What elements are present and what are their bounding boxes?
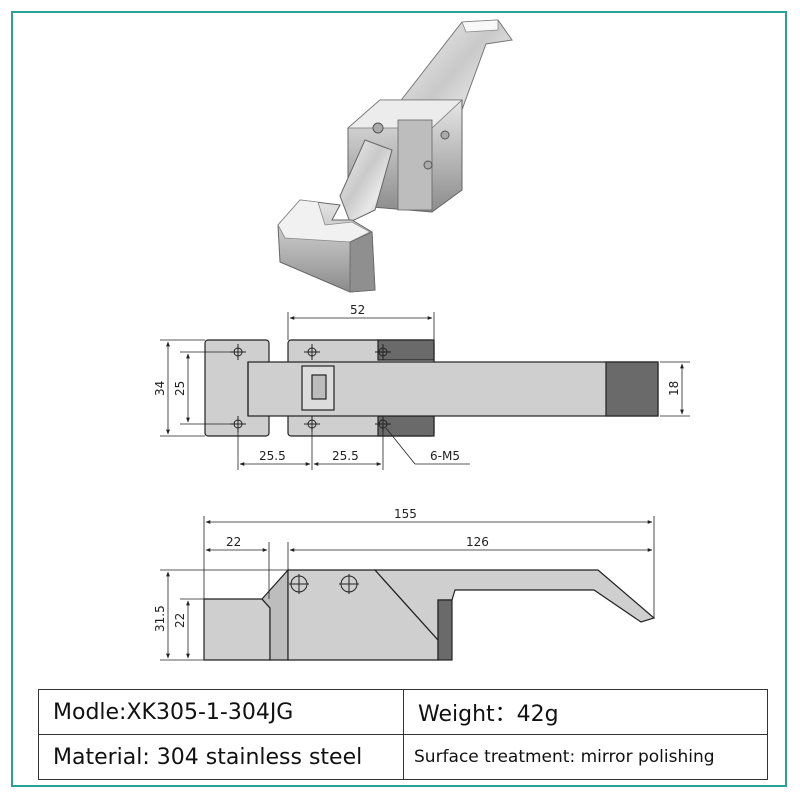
model-cell: Modle:XK305-1-304JG: [38, 689, 404, 735]
latch-product-image: [277, 19, 513, 293]
screw-callout: 6-M5: [430, 449, 460, 463]
dim-22-height: 22: [173, 613, 187, 628]
top-view-drawing: [204, 339, 659, 437]
spec-row: Modle:XK305-1-304JG Weight：42g: [38, 689, 768, 735]
material-cell: Material: 304 stainless steel: [38, 734, 404, 780]
side-view-dimensions: [160, 516, 655, 661]
surface-cell: Surface treatment: mirror polishing: [403, 734, 768, 780]
dim-18: 18: [667, 381, 681, 396]
spec-row: Material: 304 stainless steel Surface tr…: [38, 734, 768, 780]
dim-31-5: 31.5: [153, 605, 167, 632]
dim-34: 34: [153, 381, 167, 396]
dim-155: 155: [394, 507, 417, 521]
dim-hole-spacing-right: 25.5: [332, 449, 359, 463]
dim-25: 25: [173, 381, 187, 396]
weight-cell: Weight：42g: [403, 689, 768, 735]
dim-126: 126: [466, 535, 489, 549]
dim-22-block: 22: [226, 535, 241, 549]
dim-hole-spacing-left: 25.5: [259, 449, 286, 463]
dim-52: 52: [350, 303, 365, 317]
top-view-dimensions: [160, 312, 690, 470]
spec-table: Modle:XK305-1-304JG Weight：42g Material:…: [38, 689, 768, 780]
side-view-drawing: [203, 568, 656, 661]
